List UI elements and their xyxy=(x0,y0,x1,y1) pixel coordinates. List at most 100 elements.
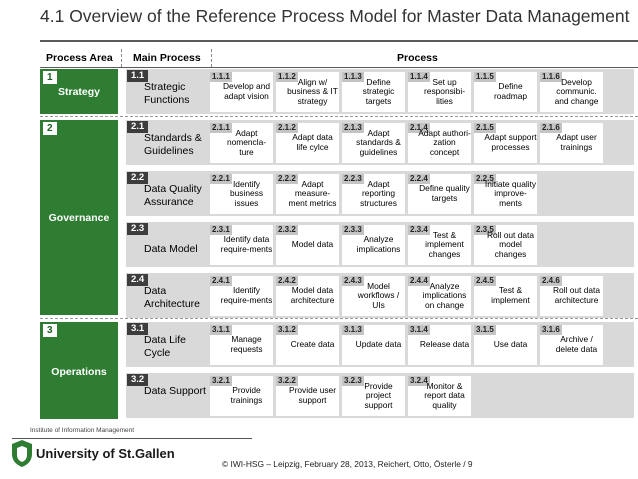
process-step-number: 3.1.6 xyxy=(540,325,562,335)
process-area-label: Operations xyxy=(51,366,107,378)
main-process-number: 2.3 xyxy=(127,223,149,235)
process-step-label: Define roadmap xyxy=(493,81,528,101)
process-step-number: 2.4.4 xyxy=(408,276,430,286)
process-step-label: Identify require-ments xyxy=(220,285,273,305)
process-step-number: 2.2.2 xyxy=(276,174,298,184)
process-step-number: 2.4.2 xyxy=(276,276,298,286)
process-step-number: 3.2.4 xyxy=(408,376,430,386)
header-process: Process xyxy=(397,52,438,64)
main-process-name: Data Support xyxy=(144,385,206,397)
process-step-number: 2.1.6 xyxy=(540,123,562,133)
process-step-label: Test & implement xyxy=(491,285,530,305)
process-step-label: Create data xyxy=(290,339,335,350)
header-separator xyxy=(211,49,212,67)
university-name: University of St.Gallen xyxy=(36,446,175,461)
main-process-number: 3.1 xyxy=(127,323,149,335)
process-step-label: Adapt nomencla-ture xyxy=(226,127,267,157)
process-step-label: Use data xyxy=(493,339,528,350)
process-area-label: Governance xyxy=(48,212,110,224)
footer-citation: © IWI-HSG – Leipzig, February 28, 2013, … xyxy=(222,459,473,469)
process-step-label: Initiate quality improve-ments xyxy=(484,178,537,208)
process-area-label: Strategy xyxy=(57,86,100,98)
title-rule xyxy=(40,40,638,42)
process-step-number: 1.1.1 xyxy=(210,72,232,82)
process-step-number: 2.1.2 xyxy=(276,123,298,133)
process-step-label: Provide user support xyxy=(288,385,336,405)
process-step-label: Model workflows / UIs xyxy=(357,280,400,310)
main-process-name: Data Quality Assurance xyxy=(144,183,202,208)
main-process-number: 2.4 xyxy=(127,274,149,286)
process-step-number: 3.1.5 xyxy=(474,325,496,335)
area-separator xyxy=(40,318,638,319)
process-step-number: 1.1.5 xyxy=(474,72,496,82)
process-step-label: Adapt standards & guidelines xyxy=(356,127,401,157)
main-process-number: 2.2 xyxy=(127,172,149,184)
main-process-name: Data Life Cycle xyxy=(144,334,187,359)
main-process-number: 2.1 xyxy=(127,121,149,133)
process-step-number: 3.1.2 xyxy=(276,325,298,335)
process-step-number: 3.1.1 xyxy=(210,325,232,335)
process-step-number: 2.3.2 xyxy=(276,225,298,235)
process-step-number: 2.1.4 xyxy=(408,123,430,133)
process-step-label: Provide project support xyxy=(364,380,393,410)
process-step-number: 2.1.5 xyxy=(474,123,496,133)
process-step-label: Model data xyxy=(291,239,334,250)
process-step-number: 1.1.4 xyxy=(408,72,430,82)
footer-logo-rule xyxy=(12,438,252,439)
header-process-area: Process Area xyxy=(46,52,113,64)
process-step-number: 2.4.3 xyxy=(342,276,364,286)
process-step-label: Release data xyxy=(419,339,470,350)
slide-title: 4.1 Overview of the Reference Process Mo… xyxy=(40,6,630,26)
process-step-label: Adapt support processes xyxy=(484,132,537,152)
university-logo-icon xyxy=(12,440,32,467)
process-step-label: Roll out data model changes xyxy=(486,229,535,259)
process-step-label: Adapt measure-ment metrics xyxy=(288,178,337,208)
process-step-label: Align w/ business & IT strategy xyxy=(287,76,338,106)
main-process-name: Data Model xyxy=(144,243,198,255)
process-step-number: 2.4.5 xyxy=(474,276,496,286)
header-main-process: Main Process xyxy=(133,52,201,64)
main-process-number: 1.1 xyxy=(127,70,149,82)
process-step-number: 2.3.5 xyxy=(474,225,496,235)
process-step-label: Identify data require-ments xyxy=(220,234,273,254)
main-process-name: Strategic Functions xyxy=(144,81,190,106)
process-step-number: 3.1.4 xyxy=(408,325,430,335)
process-step-label: Adapt user trainings xyxy=(556,132,597,152)
process-step-number: 2.3.1 xyxy=(210,225,232,235)
header-separator xyxy=(121,49,122,67)
process-step-label: Model data architecture xyxy=(290,285,335,305)
process-step-label: Roll out data architecture xyxy=(552,285,601,305)
process-step-number: 2.2.5 xyxy=(474,174,496,184)
institute-label: Institute of Information Management xyxy=(30,427,135,434)
